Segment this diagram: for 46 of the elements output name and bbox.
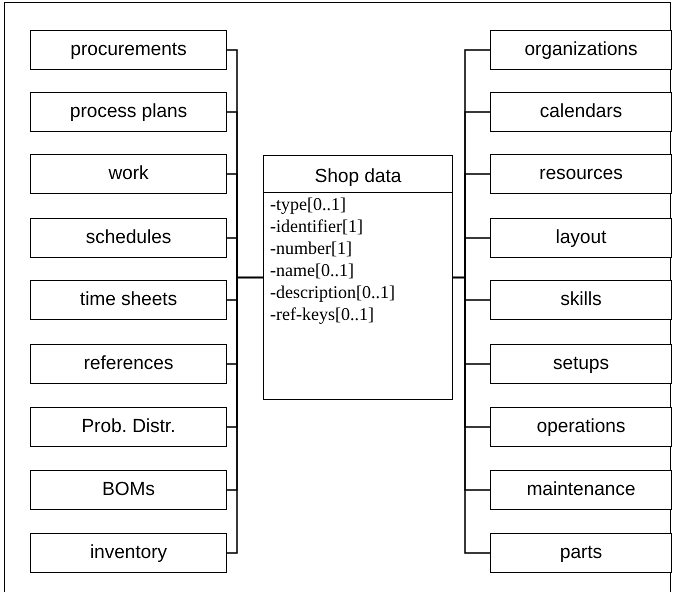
entity-box xyxy=(490,533,672,573)
entity-label: time sheets xyxy=(80,289,178,311)
attribute-text: -type[0..1] xyxy=(269,193,347,215)
entity-label: process plans xyxy=(70,101,188,123)
entity-label: procurements xyxy=(70,39,187,61)
entity-box xyxy=(490,154,672,194)
entity-label: organizations xyxy=(524,39,638,61)
entity-label: operations xyxy=(536,416,626,438)
entity-box xyxy=(30,30,227,70)
attribute-text: -identifier[1] xyxy=(269,215,364,237)
entity-box xyxy=(30,344,227,384)
entity-label: schedules xyxy=(86,227,172,249)
entity-label: maintenance xyxy=(526,479,636,501)
entity-box xyxy=(30,470,227,510)
entity-label: setups xyxy=(553,353,609,375)
entity-label: resources xyxy=(539,163,623,185)
entity-label: inventory xyxy=(90,542,168,564)
entity-label: skills xyxy=(560,289,602,311)
entity-label: calendars xyxy=(540,101,622,123)
class-box xyxy=(263,155,453,400)
entity-box xyxy=(490,470,672,510)
entity-label: layout xyxy=(556,227,606,249)
entity-box xyxy=(490,218,672,258)
attribute-text: -description[0..1] xyxy=(269,281,396,303)
entity-box xyxy=(30,407,227,447)
entity-box xyxy=(490,92,672,132)
entity-label: BOMs xyxy=(102,479,155,501)
entity-box xyxy=(490,30,672,70)
entity-label: work xyxy=(108,163,149,185)
entity-box xyxy=(490,280,672,320)
attribute-text: -number[1] xyxy=(269,237,353,259)
entity-box xyxy=(490,407,672,447)
entity-box xyxy=(30,92,227,132)
attribute-text: -ref-keys[0..1] xyxy=(269,303,375,325)
attribute-text: -name[0..1] xyxy=(269,259,355,281)
class-title: Shop data xyxy=(264,156,452,193)
entity-label: references xyxy=(84,353,174,375)
entity-box xyxy=(30,218,227,258)
entity-box xyxy=(30,280,227,320)
connector-line xyxy=(453,276,490,554)
entity-box xyxy=(490,344,672,384)
connector-line xyxy=(227,276,263,554)
entity-label: parts xyxy=(560,542,602,564)
entity-box xyxy=(30,154,227,194)
entity-box xyxy=(30,533,227,573)
entity-label: Prob. Distr. xyxy=(82,416,176,438)
